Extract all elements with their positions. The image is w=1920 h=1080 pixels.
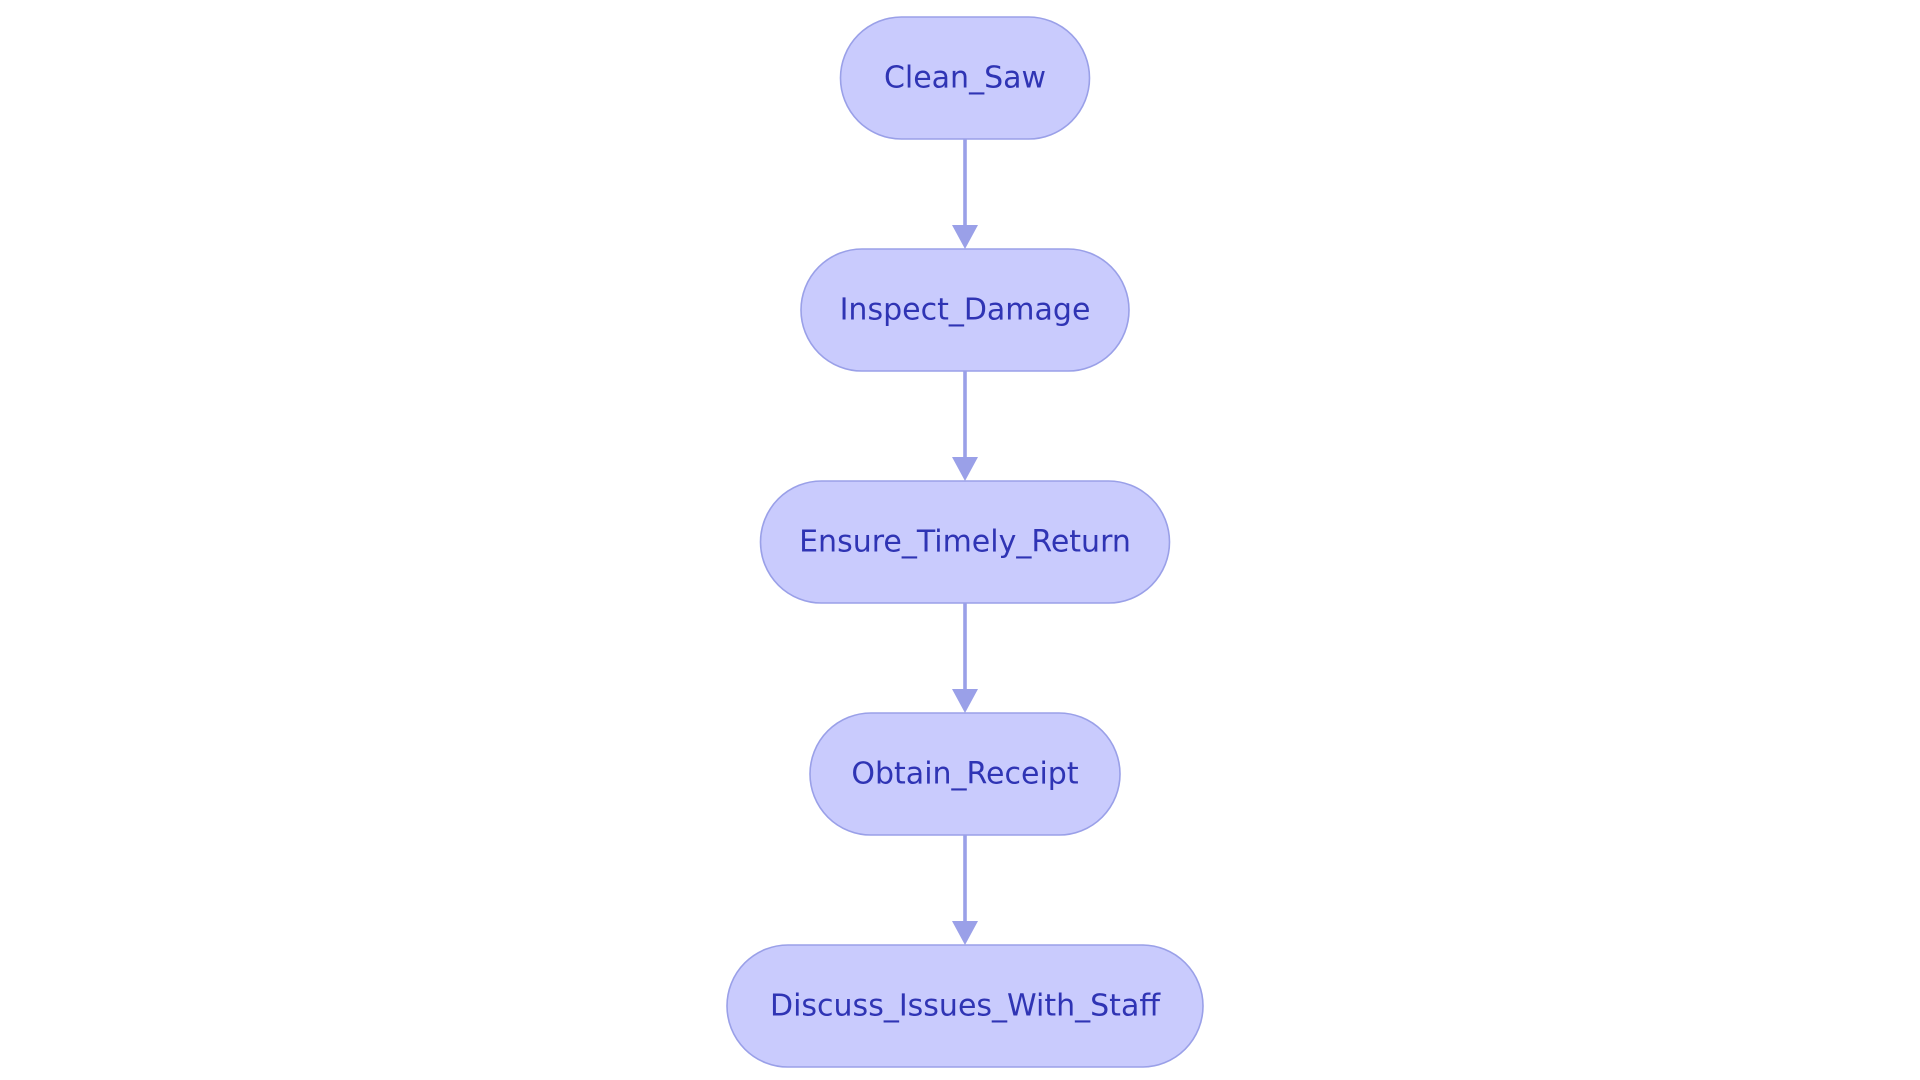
node-shape bbox=[759, 480, 1171, 604]
node-obtain-receipt: Obtain_Receipt bbox=[809, 712, 1121, 836]
node-clean-saw: Clean_Saw bbox=[839, 16, 1091, 140]
node-label: Clean_Saw bbox=[884, 61, 1046, 96]
arrow-head-icon bbox=[952, 689, 978, 713]
edge-obtain-receipt-to-discuss-issues-with-staff bbox=[952, 835, 978, 945]
node-label: Obtain_Receipt bbox=[851, 757, 1078, 792]
edge-inspect-damage-to-ensure-timely-return bbox=[952, 371, 978, 481]
node-label: Discuss_Issues_With_Staff bbox=[770, 989, 1161, 1024]
node-shape bbox=[839, 16, 1091, 140]
node-shape bbox=[800, 248, 1130, 372]
node-inspect-damage: Inspect_Damage bbox=[800, 248, 1130, 372]
node-shape bbox=[726, 944, 1204, 1068]
edge-ensure-timely-return-to-obtain-receipt bbox=[952, 603, 978, 713]
node-shape bbox=[809, 712, 1121, 836]
edge-clean-saw-to-inspect-damage bbox=[952, 139, 978, 249]
node-label: Ensure_Timely_Return bbox=[799, 525, 1131, 560]
node-ensure-timely-return: Ensure_Timely_Return bbox=[759, 480, 1171, 604]
arrow-head-icon bbox=[952, 457, 978, 481]
node-label: Inspect_Damage bbox=[840, 293, 1091, 328]
edges-layer bbox=[952, 139, 978, 945]
arrow-head-icon bbox=[952, 225, 978, 249]
node-discuss-issues-with-staff: Discuss_Issues_With_Staff bbox=[726, 944, 1204, 1068]
nodes-layer: Clean_SawInspect_DamageEnsure_Timely_Ret… bbox=[726, 16, 1204, 1068]
arrow-head-icon bbox=[952, 921, 978, 945]
